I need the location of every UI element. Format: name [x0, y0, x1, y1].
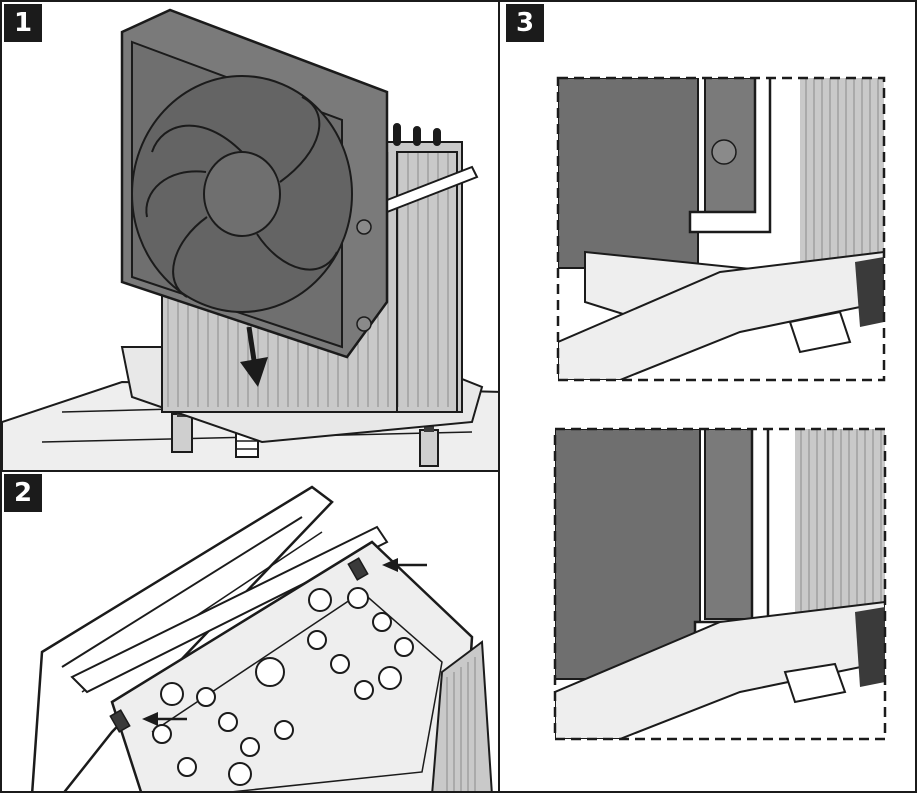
- step-1-panel: 1: [0, 0, 500, 472]
- step-3-panel: 3: [498, 0, 917, 793]
- base-bolts: [152, 587, 414, 786]
- step-1-badge: 1: [4, 4, 42, 42]
- step-3-badge: 3: [506, 4, 544, 42]
- step-2-badge: 2: [4, 474, 42, 512]
- left-arrow-icon: [382, 558, 427, 572]
- zoom-detail-after: [555, 429, 885, 739]
- step-3-illustration: [553, 76, 887, 741]
- dashed-zoom-frame: [556, 76, 886, 382]
- step-1-illustration: [2, 8, 498, 470]
- step-2-panel: 2: [0, 470, 500, 793]
- step-2-illustration: [31, 485, 493, 791]
- down-arrow-icon: [240, 326, 268, 387]
- left-arrow-icon: [142, 712, 187, 726]
- fan: [120, 8, 389, 359]
- dashed-zoom-frame: [553, 427, 887, 741]
- zoom-detail-before: [558, 78, 884, 380]
